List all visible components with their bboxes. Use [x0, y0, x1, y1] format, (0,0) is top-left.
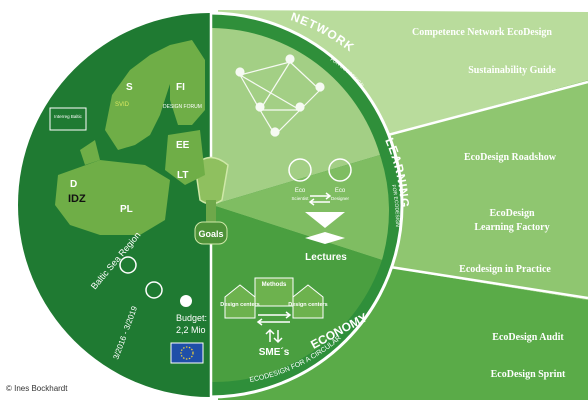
house-right-icon	[292, 284, 324, 319]
denmark-shape	[80, 140, 100, 165]
scandinavia-shape	[105, 45, 178, 150]
graduation-cap-icon	[305, 232, 345, 244]
baltic-states-shape	[165, 130, 205, 185]
budget-amount-label: 2,2 Mio	[176, 325, 206, 335]
outcome-learning-factory: Learning Factory	[474, 222, 549, 233]
down-arrow-icon	[305, 212, 345, 228]
exchange-arrows-icon	[256, 311, 292, 326]
learning-panel: Eco Scientist Eco Designer Lectures	[288, 158, 352, 263]
goals-label: Goals	[198, 229, 223, 239]
house-left-icon	[224, 284, 256, 319]
design-centers-right-label: Design centers	[288, 302, 327, 308]
up-down-arrows-icon	[265, 328, 283, 344]
network-people-icon	[235, 54, 325, 137]
outcome-ecodesign-audit: EcoDesign Audit	[492, 332, 564, 343]
outcome-competence-network: Competence Network EcoDesign	[412, 27, 552, 38]
globe-icon	[119, 256, 137, 274]
map-label-ee: EE	[176, 140, 190, 151]
eco1-label: Eco	[295, 188, 306, 194]
eco2-label: Eco	[335, 188, 346, 194]
design-centers-left-label: Design centers	[220, 302, 259, 308]
lightbulb-right-icon	[328, 158, 352, 182]
outcome-roadshow: EcoDesign Roadshow	[464, 152, 557, 163]
economy-panel: Methods Design centers Design centers SM…	[220, 277, 328, 358]
outcome-ecodesign-sprint: EcoDesign Sprint	[491, 369, 566, 380]
methods-box	[254, 277, 294, 307]
outcome-ecodesign-in-practice: Ecodesign in Practice	[459, 264, 551, 275]
finland-shape	[170, 40, 205, 125]
inner-right-network	[212, 28, 380, 205]
eu-stars-icon	[180, 346, 194, 360]
outcome-sustainability-guide: Sustainability Guide	[468, 65, 556, 76]
inner-right-learning	[212, 155, 389, 260]
central-europe-shape	[55, 160, 170, 235]
coins-icon	[180, 295, 192, 307]
outcome-learning-factory-title: EcoDesign	[490, 208, 535, 219]
map-label-design-forum: DESIGN FORUM	[163, 104, 202, 110]
map-label-d: D	[70, 179, 77, 190]
map-label-idz: IDZ	[68, 193, 86, 205]
budget-label: Budget:	[176, 313, 207, 323]
lectures-label: Lectures	[305, 252, 347, 263]
ring-label-learning-sub: FOR ECODESIGN	[390, 184, 400, 227]
eco1-sub-label: Scientist	[291, 196, 309, 201]
exchange-arrows-icon	[308, 192, 332, 206]
clock-icon	[145, 281, 163, 299]
map-label-s: S	[126, 82, 133, 93]
credit-label: © Ines Bockhardt	[6, 384, 68, 393]
interreg-label: Interreg Baltic	[54, 114, 83, 119]
smes-label: SME´s	[259, 347, 290, 358]
map-label-svid: SVID	[115, 102, 130, 108]
eu-flag-icon	[170, 342, 204, 364]
interreg-logo	[49, 107, 87, 131]
lightbulb-left-icon	[288, 158, 312, 182]
eco2-sub-label: Designer	[331, 196, 350, 201]
map-label-lt: LT	[177, 170, 188, 181]
outcome-labels: Competence Network EcoDesign Sustainabil…	[412, 27, 566, 380]
methods-label: Methods	[262, 282, 287, 288]
map-label-pl: PL	[120, 204, 133, 215]
map-label-fi: FI	[176, 82, 185, 93]
